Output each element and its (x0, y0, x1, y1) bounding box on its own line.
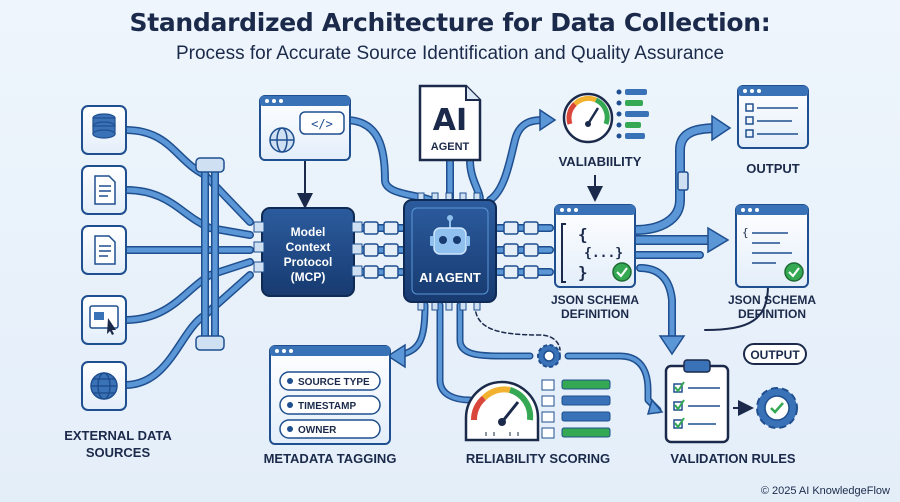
external-sources (81, 105, 127, 411)
link-bubble-icon: </> (299, 111, 345, 135)
reliability-label: RELIABILITY SCORING (466, 451, 610, 466)
json-brace-open: { (578, 225, 588, 244)
metadata-card: SOURCE TYPE TIMESTAMP OWNER (269, 345, 391, 445)
output-badge: OUTPUT (743, 343, 807, 365)
ai-agent-document: AI AGENT (418, 84, 482, 162)
check-badge-icon-right (784, 262, 804, 282)
arrow-to-valid-rules (646, 398, 664, 415)
checklist-checks-icon (673, 381, 720, 429)
output-top-label: OUTPUT (746, 161, 800, 176)
external-sources-label-line2: SOURCES (86, 445, 151, 460)
svg-text:</>: </> (311, 117, 333, 131)
file-icon (94, 235, 116, 265)
checklist-icon (745, 103, 798, 138)
validation-gear-icon (756, 387, 798, 429)
globe-icon (90, 372, 118, 400)
json-brace-body: {...} (584, 246, 623, 261)
check-badge-icon (612, 262, 632, 282)
svg-text:OWNER: OWNER (298, 425, 337, 436)
svg-text:TIMESTAMP: TIMESTAMP (298, 401, 356, 412)
source-card-document (81, 165, 127, 215)
arrow-to-validation (658, 335, 686, 356)
svg-text:{: { (742, 226, 749, 239)
ai-agent-chip: AI AGENT (403, 192, 497, 311)
mcp-chip: Model Context Protocol (MCP) (253, 207, 363, 297)
page-title: Standardized Architecture for Data Colle… (129, 8, 771, 37)
arrow-to-json-right (707, 226, 730, 254)
valiability-label: VALIABIILITY (559, 154, 642, 169)
external-sources-label-line1: EXTERNAL DATA (64, 428, 172, 443)
database-icon (92, 113, 116, 139)
ai-doc-small-text: AGENT (431, 141, 470, 153)
json-brace-close: } (578, 263, 588, 282)
json-right-label-line1: JSON SCHEMA (728, 293, 816, 307)
metadata-field-timestamp: TIMESTAMP (279, 395, 381, 415)
robot-icon (430, 215, 470, 255)
arrow-to-metadata (386, 343, 406, 369)
connector-plugs (363, 221, 539, 279)
arrow-to-output-top (711, 114, 732, 142)
web-globe-icon (269, 127, 295, 153)
mcp-label-line3: Protocol (284, 255, 333, 269)
reliability-gauge (464, 380, 540, 442)
valiability-bars (616, 89, 649, 139)
page-subtitle: Process for Accurate Source Identificati… (175, 43, 725, 64)
json-left-label-line1: JSON SCHEMA (551, 293, 639, 307)
ai-agent-chip-label: AI AGENT (419, 270, 481, 285)
mcp-label-line2: Context (286, 240, 331, 254)
source-card-database (81, 105, 127, 155)
validation-label: VALIDATION RULES (670, 451, 796, 466)
svg-text:SOURCE TYPE: SOURCE TYPE (298, 377, 370, 388)
pipe-couplers (195, 157, 689, 351)
code-lines-icon: { (742, 226, 792, 264)
flow-arrows (386, 108, 754, 416)
ai-doc-big-text: AI (433, 103, 467, 138)
metadata-field-source-type: SOURCE TYPE (279, 371, 381, 391)
source-card-web-window (81, 295, 127, 345)
json-right-label-line2: DEFINITION (738, 307, 806, 321)
validation-clipboard (664, 359, 730, 444)
copyright-footer: © 2025 AI KnowledgeFlow (760, 485, 890, 497)
json-schema-left-card: { {...} } (554, 204, 636, 288)
browser-window-card: </> (259, 95, 351, 161)
json-schema-right-card: { (735, 204, 809, 288)
source-card-globe (81, 361, 127, 411)
source-card-file (81, 225, 127, 275)
document-icon (94, 175, 116, 205)
output-top-card (737, 85, 809, 149)
json-left-label-line2: DEFINITION (561, 307, 629, 321)
metadata-field-owner: OWNER (279, 419, 381, 439)
valiability-gauge (562, 92, 614, 144)
output-badge-label: OUTPUT (750, 348, 800, 362)
browser-cursor-icon (89, 305, 119, 335)
pipe-gear-icon (537, 344, 561, 368)
arrow-to-valiability (539, 108, 557, 132)
reliability-bars (541, 379, 611, 439)
mcp-label-line4: (MCP) (291, 270, 326, 284)
mcp-label-line1: Model (291, 225, 326, 239)
metadata-label: METADATA TAGGING (264, 451, 397, 466)
